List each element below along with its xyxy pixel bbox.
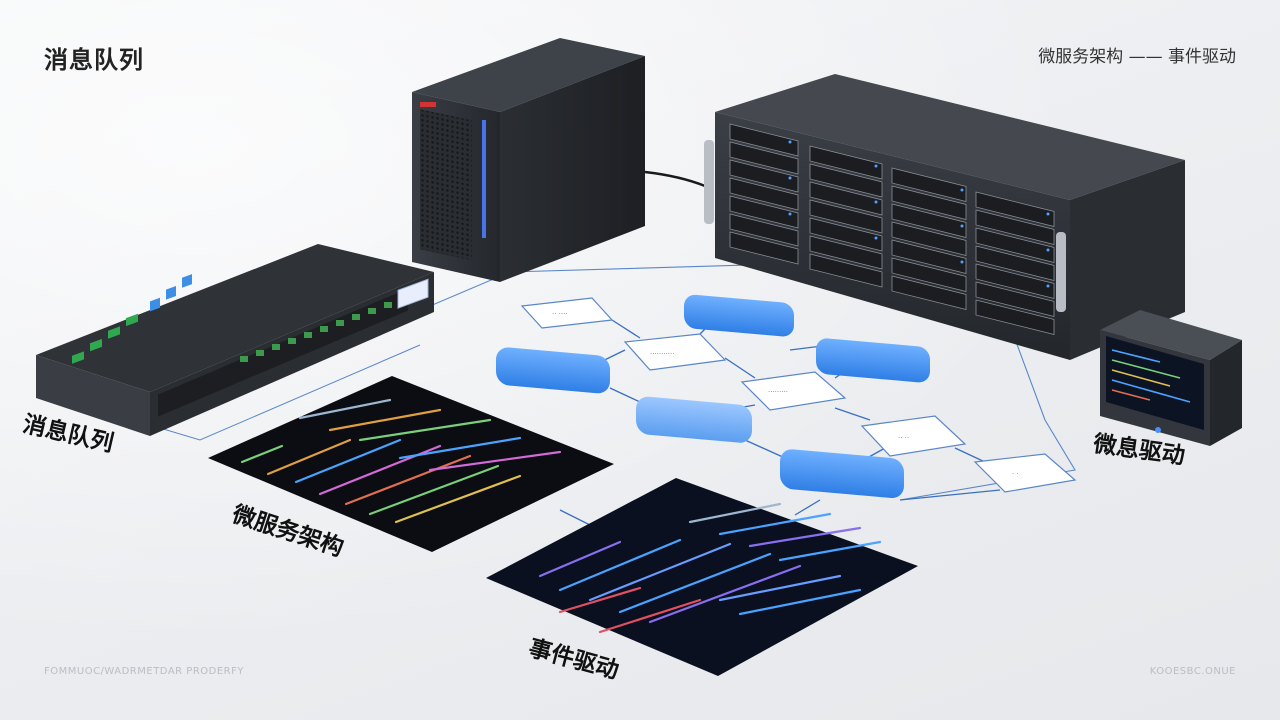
svg-text:·· ····: ·· ····	[552, 310, 568, 318]
page-subtitle: 微服务架构 —— 事件驱动	[1038, 47, 1236, 67]
code-screen-2	[486, 478, 918, 676]
footer-right-text: KOOESBC.ONUE	[1149, 666, 1236, 677]
flow-node-pill-3	[496, 347, 610, 394]
svg-text:···········: ···········	[650, 350, 674, 358]
code-screen-1	[208, 376, 614, 552]
flow-node-box-3: ·········	[740, 371, 847, 411]
tower-server	[412, 38, 706, 282]
network-switch	[36, 244, 434, 436]
svg-text:· ·: · ·	[1012, 470, 1019, 478]
flow-node-pill-5	[780, 449, 904, 499]
flow-node-box-1: ·· ····	[520, 297, 614, 329]
footer-left-text: FOMMUOC/WADRMETDAR PRODERFY	[44, 666, 244, 677]
flow-node-box-2: ···········	[623, 333, 727, 371]
flow-node-box-5: · ·	[973, 453, 1077, 493]
flow-node-pill-1	[684, 294, 794, 337]
flow-node-pill-4	[636, 396, 752, 443]
rack-storage-server	[704, 74, 1185, 360]
page-title: 消息队列	[44, 46, 144, 74]
svg-text:·········: ·········	[768, 388, 788, 396]
flow-node-box-4: ·· ··	[860, 415, 967, 457]
flow-node-pill-2	[816, 338, 930, 383]
svg-text:·· ··: ·· ··	[898, 434, 909, 442]
small-monitor	[1100, 310, 1242, 446]
